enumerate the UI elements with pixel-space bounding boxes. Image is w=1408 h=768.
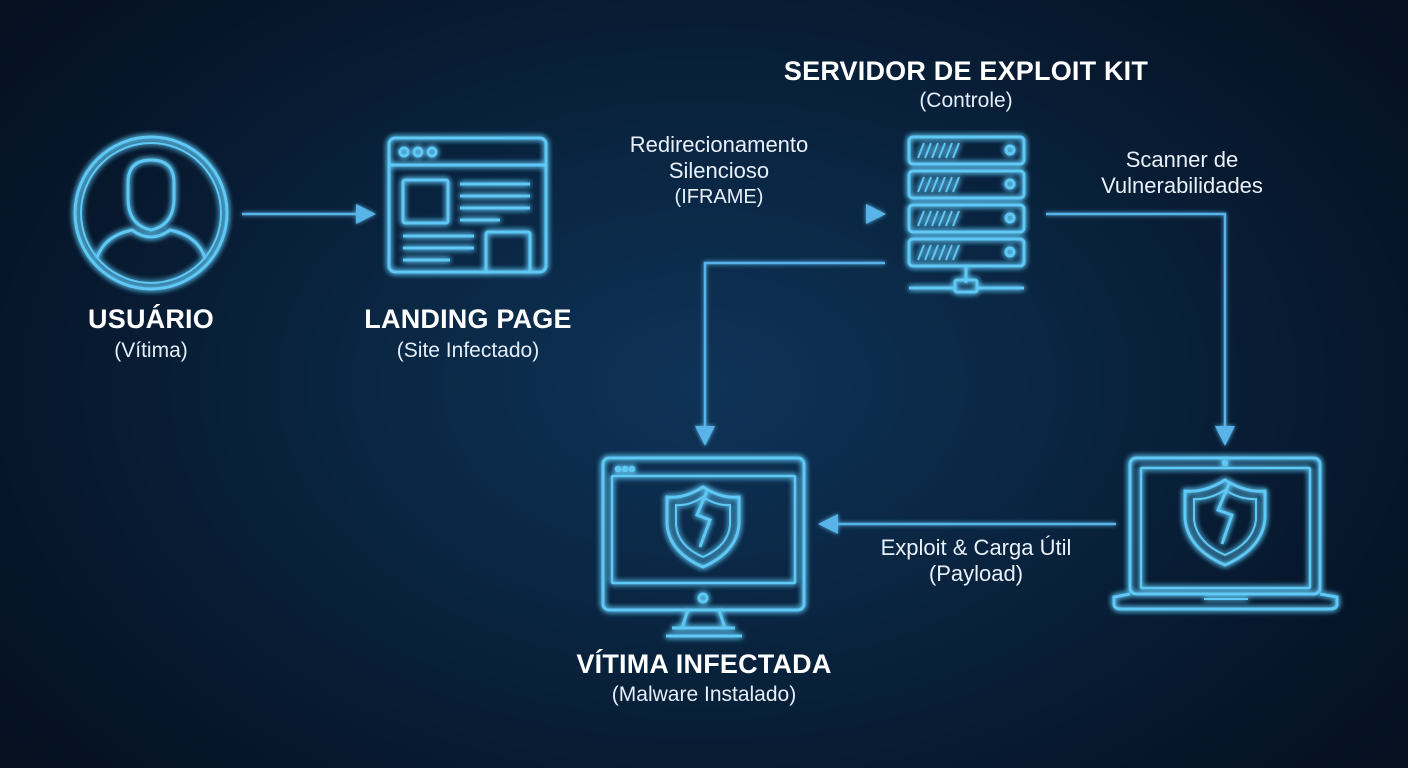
browser-window-icon (387, 136, 548, 274)
exploit-payload-edge-label: Exploit & Carga Útil (Payload) (856, 535, 1096, 587)
redirect-label-line2: Silencioso (668, 158, 770, 183)
exploit-kit-server-subtitle: (Controle) (919, 89, 1013, 112)
redirect-label-line3: (IFRAME) (674, 186, 764, 208)
infected-victim-subtitle: (Malware Instalado) (611, 683, 797, 706)
infected-victim-title: VÍTIMA INFECTADA (576, 649, 832, 679)
server-rack-icon (907, 135, 1026, 294)
arrowhead-landing (356, 204, 376, 224)
arrowhead-exploit (818, 514, 838, 534)
arrowhead-laptop (1215, 426, 1235, 446)
redirect-label-line1: Redirecionamento (629, 132, 809, 157)
exploit-kit-server-title: SERVIDOR DE EXPLOIT KIT (783, 56, 1149, 86)
user-subtitle: (Vítima) (114, 339, 188, 362)
arrowhead-server (866, 204, 886, 224)
exploit-label-line1: Exploit & Carga Útil (880, 535, 1072, 560)
exploit-label-line2: (Payload) (928, 561, 1024, 586)
arrow-server-to-victim (703, 261, 885, 428)
user-icon (73, 135, 229, 291)
landing-page-title: LANDING PAGE (364, 304, 572, 334)
user-title: USUÁRIO (88, 304, 214, 334)
arrowhead-victim (695, 426, 715, 446)
redirect-edge-label: Redirecionamento Silencioso (IFRAME) (594, 132, 844, 210)
scanner-edge-label: Scanner de Vulnerabilidades (1062, 147, 1302, 199)
laptop-broken-shield-icon (1112, 456, 1339, 611)
desktop-monitor-broken-shield-icon (601, 456, 806, 638)
landing-page-subtitle: (Site Infectado) (396, 339, 540, 362)
scanner-label-line1: Scanner de (1125, 147, 1239, 172)
arrow-server-to-laptop (1046, 212, 1227, 428)
scanner-label-line2: Vulnerabilidades (1101, 173, 1263, 198)
